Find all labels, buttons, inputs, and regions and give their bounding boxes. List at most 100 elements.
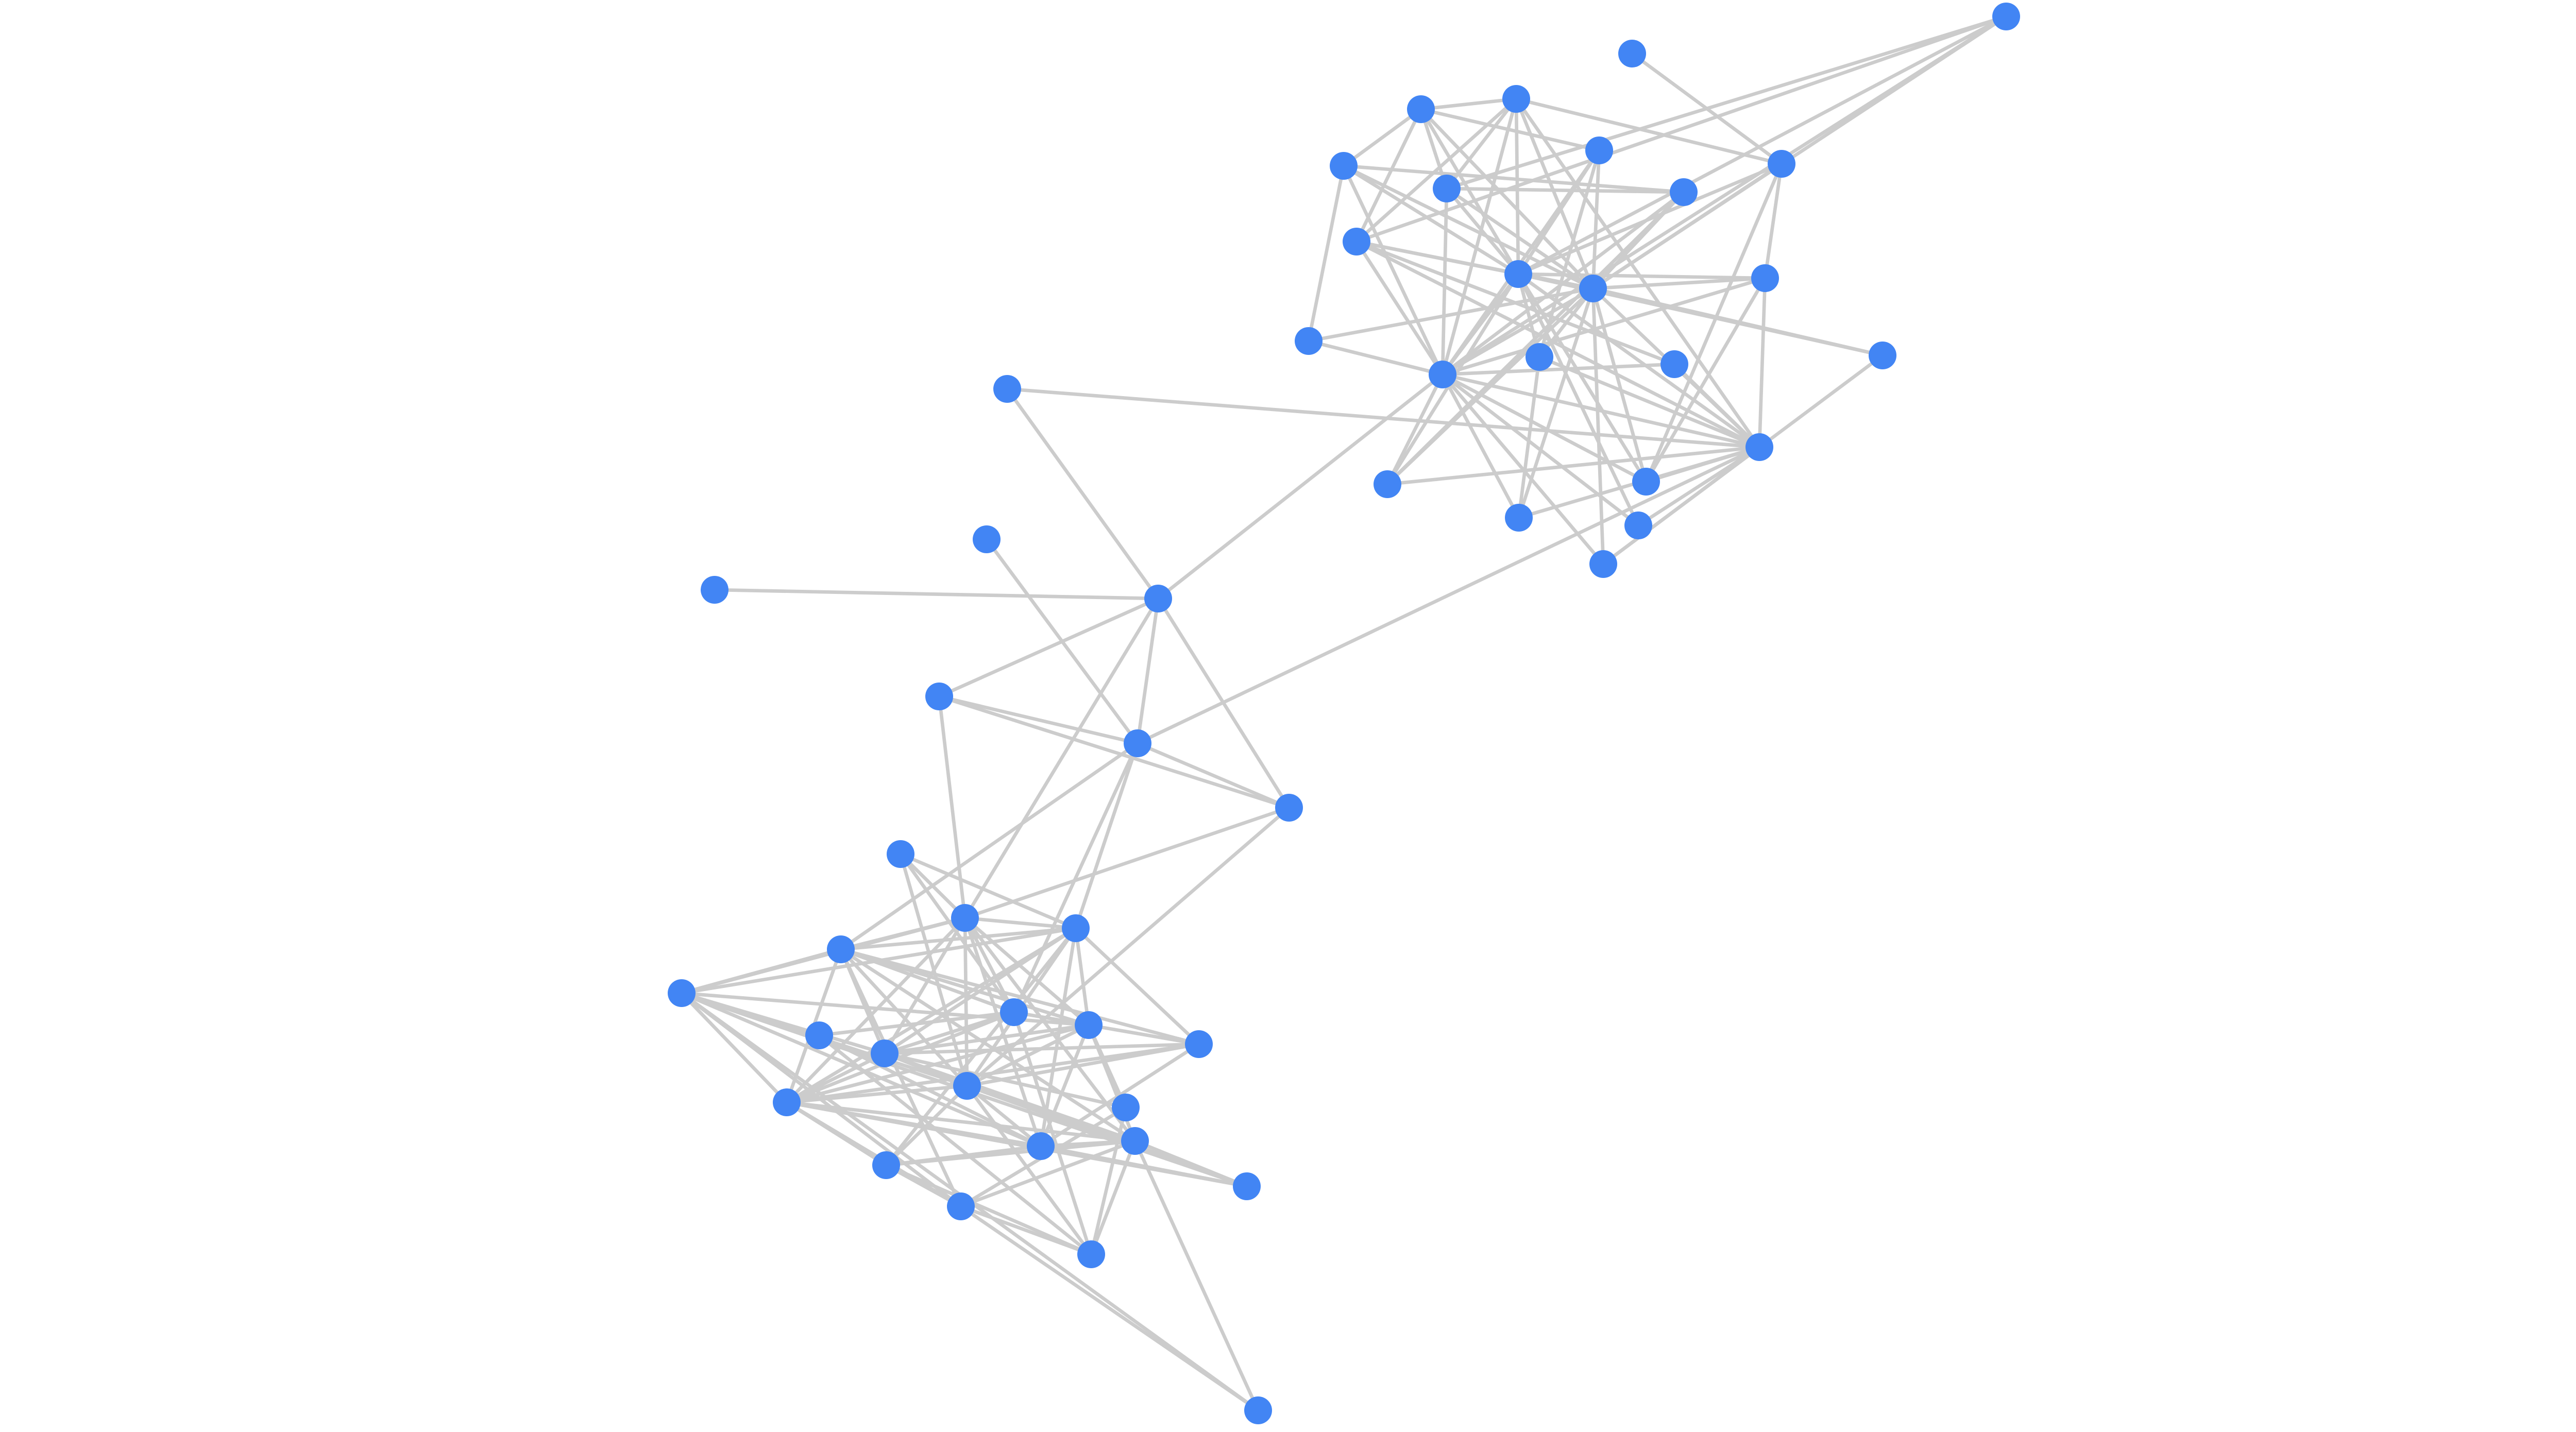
graph-edge-c3-c7: [1156, 596, 1291, 810]
graph-edge-c4-c7: [1136, 741, 1291, 810]
graph-edge-b10-b17: [965, 1084, 1093, 1256]
graph-node-b9[interactable]: [1185, 1030, 1213, 1058]
graph-edge-b1-b3: [899, 852, 1078, 930]
graph-node-a8[interactable]: [1768, 150, 1795, 178]
graph-edge-a7-a12: [1445, 186, 1686, 194]
graph-node-b15[interactable]: [1233, 1172, 1261, 1200]
graph-edge-b10-b11: [785, 1084, 969, 1104]
graph-node-b20[interactable]: [805, 1021, 833, 1049]
graph-edge-a3-a11: [1419, 107, 1595, 291]
graph-edge-b13-b14: [884, 1139, 1137, 1167]
graph-node-c4[interactable]: [1124, 729, 1151, 757]
graph-node-a13[interactable]: [1295, 327, 1323, 355]
graph-node-c7[interactable]: [1275, 794, 1303, 822]
graph-node-a2[interactable]: [1992, 3, 2020, 30]
graph-node-a21[interactable]: [1632, 468, 1660, 496]
graph-edge-a11-a16: [1537, 286, 1595, 359]
graph-edge-a7-a14: [1440, 186, 1449, 377]
graph-edge-b17-b20: [817, 1033, 1093, 1256]
graph-edge-a4-a19: [1514, 97, 1761, 449]
graph-node-b10[interactable]: [953, 1072, 981, 1100]
graph-node-a16[interactable]: [1526, 343, 1553, 371]
graph-node-a9[interactable]: [1343, 228, 1370, 255]
graph-edge-a14-a19: [1440, 372, 1761, 449]
graph-edge-a5-a10: [1342, 164, 1520, 276]
graph-edge-a3-a5: [1342, 107, 1423, 168]
graph-node-b12[interactable]: [1027, 1132, 1055, 1160]
graph-node-a19[interactable]: [1745, 433, 1773, 461]
graph-node-a4[interactable]: [1502, 85, 1530, 113]
graph-edge-a14-a22: [1440, 372, 1521, 520]
graph-edge-a11-a21: [1591, 286, 1648, 484]
graph-node-a12[interactable]: [1670, 178, 1698, 206]
graph-node-c3[interactable]: [1144, 585, 1172, 612]
graph-node-a5[interactable]: [1330, 152, 1358, 180]
graph-node-b13[interactable]: [1121, 1127, 1149, 1155]
graph-node-a20[interactable]: [1374, 470, 1401, 498]
graph-node-a23[interactable]: [1589, 550, 1617, 578]
graph-node-b1[interactable]: [887, 840, 914, 868]
graph-node-b16[interactable]: [947, 1192, 975, 1220]
graph-edge-c7-b2: [963, 806, 1291, 920]
graph-edge-c5-c7: [937, 694, 1291, 810]
graph-node-a15[interactable]: [1751, 264, 1779, 292]
graph-edge-a5-a14: [1342, 164, 1445, 377]
graph-edge-a5-a13: [1307, 164, 1346, 343]
graph-edge-a14-a24: [1440, 372, 1640, 527]
graph-edge-a7-a11: [1445, 186, 1595, 291]
graph-edge-a4-a8: [1514, 97, 1784, 166]
graph-edge-b16-b18: [959, 1204, 1260, 1412]
graph-edge-b13-b18: [1133, 1139, 1260, 1412]
graph-node-b3[interactable]: [1062, 914, 1090, 942]
graph-node-b5[interactable]: [668, 979, 696, 1007]
graph-node-b17[interactable]: [1077, 1240, 1105, 1268]
graph-edge-b14-b17: [884, 1163, 1093, 1256]
graph-edge-a10-a15: [1516, 272, 1767, 280]
graph-node-a18[interactable]: [1660, 350, 1688, 378]
graph-edge-b3-b4: [839, 926, 1078, 951]
graph-node-a6[interactable]: [1585, 137, 1613, 164]
graph-node-c1[interactable]: [993, 375, 1021, 403]
graph-edge-b6-b20: [817, 1010, 1016, 1037]
graph-node-b11[interactable]: [773, 1088, 801, 1116]
graph-node-b4[interactable]: [827, 935, 855, 963]
graph-edge-b4-b9: [839, 947, 1201, 1046]
graph-node-a14[interactable]: [1429, 361, 1456, 388]
graph-node-b2[interactable]: [951, 904, 979, 932]
graph-node-b19[interactable]: [1112, 1094, 1140, 1121]
graph-node-a1[interactable]: [1618, 40, 1646, 67]
graph-edge-a15-a21: [1644, 276, 1767, 484]
graph-node-b14[interactable]: [872, 1151, 900, 1179]
graph-edge-a19-c1: [1005, 387, 1761, 449]
graph-node-a7[interactable]: [1433, 175, 1461, 202]
graph-edge-a6-a11: [1591, 148, 1601, 291]
edge-layer: [680, 14, 2008, 1412]
graph-edge-a19-a24: [1636, 445, 1761, 527]
graph-node-a11[interactable]: [1579, 275, 1607, 302]
graph-edge-a3-a6: [1419, 107, 1601, 152]
graph-edge-b12-b15: [1039, 1144, 1249, 1188]
graph-edge-a10-a21: [1516, 272, 1648, 484]
graph-node-c5[interactable]: [925, 683, 953, 710]
graph-edge-c3-c5: [937, 596, 1160, 698]
graph-node-b18[interactable]: [1244, 1396, 1272, 1424]
graph-node-c2[interactable]: [701, 576, 728, 604]
graph-node-c6[interactable]: [973, 525, 1001, 553]
graph-node-a10[interactable]: [1504, 260, 1532, 288]
graph-edge-b4-b5: [680, 947, 843, 995]
graph-node-b6[interactable]: [1000, 998, 1028, 1026]
graph-node-b8[interactable]: [871, 1039, 899, 1067]
graph-edge-c2-c3: [713, 588, 1160, 601]
graph-edge-b9-b11: [785, 1042, 1201, 1104]
graph-edge-a3-a4: [1419, 97, 1518, 111]
graph-node-a24[interactable]: [1624, 512, 1652, 539]
graph-edge-c1-c3: [1005, 387, 1160, 601]
graph-node-a3[interactable]: [1407, 95, 1435, 123]
graph-edge-a10-a24: [1516, 272, 1640, 527]
graph-edge-b7-b12: [1039, 1023, 1091, 1148]
graph-node-b7[interactable]: [1075, 1011, 1103, 1039]
graph-node-a22[interactable]: [1505, 504, 1533, 532]
graph-node-a17[interactable]: [1869, 342, 1896, 369]
graph-edge-a11-a15: [1591, 276, 1767, 291]
